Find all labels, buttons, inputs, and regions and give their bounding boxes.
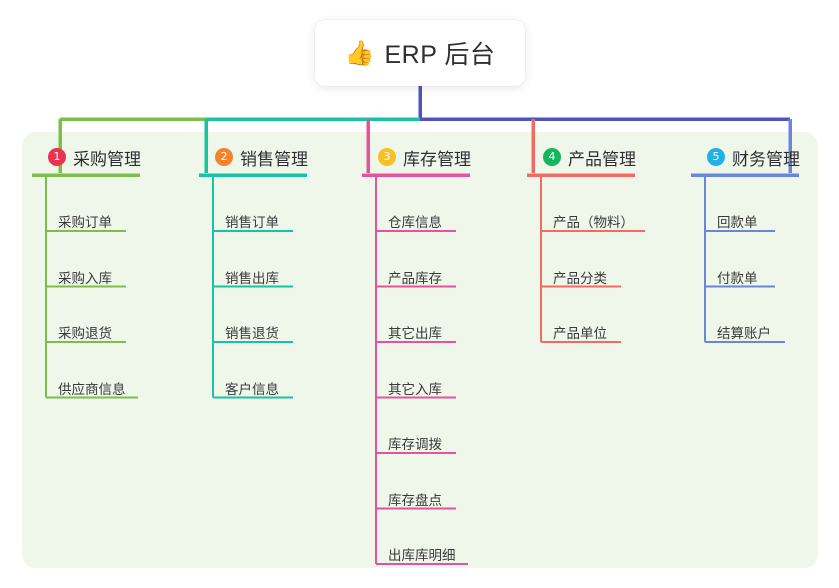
- leaf-node[interactable]: 销售出库: [225, 270, 279, 286]
- root-node[interactable]: 👍 ERP 后台: [315, 20, 525, 86]
- leaf-node[interactable]: 付款单: [717, 270, 758, 286]
- branch-label-2: 销售管理: [240, 149, 308, 169]
- branch-badge-2: 2: [215, 148, 233, 166]
- leaf-node[interactable]: 仓库信息: [388, 215, 442, 230]
- branch-label-1: 采购管理: [73, 149, 141, 169]
- branch-badge-4: 4: [543, 148, 561, 166]
- leaf-node[interactable]: 结算账户: [717, 326, 771, 341]
- leaf-node[interactable]: 销售订单: [225, 215, 279, 230]
- root-node-title: ERP 后台: [384, 41, 496, 69]
- branch-3[interactable]: 3 库存管理: [362, 145, 471, 169]
- leaf-node[interactable]: 库存调拨: [388, 437, 442, 452]
- leaf-node[interactable]: 产品库存: [388, 270, 442, 286]
- leaf-node[interactable]: 供应商信息: [58, 381, 126, 397]
- leaf-node[interactable]: 产品（物料）: [553, 215, 634, 230]
- branch-label-3: 库存管理: [403, 149, 471, 169]
- branch-header-3[interactable]: 3 库存管理: [362, 145, 471, 169]
- leaf-node[interactable]: 其它入库: [388, 381, 442, 397]
- branch-badge-5: 5: [707, 148, 725, 166]
- leaf-node[interactable]: 客户信息: [225, 381, 279, 397]
- leaf-node[interactable]: 产品分类: [553, 270, 607, 286]
- leaf-node[interactable]: 销售退货: [225, 326, 279, 341]
- branch-header-4[interactable]: 4 产品管理: [527, 145, 636, 169]
- branch-2[interactable]: 2 销售管理: [199, 145, 308, 169]
- branch-5[interactable]: 5 财务管理: [691, 145, 800, 169]
- leaf-node[interactable]: 采购订单: [58, 215, 112, 230]
- branch-4[interactable]: 4 产品管理: [527, 145, 636, 169]
- branch-label-4: 产品管理: [568, 149, 636, 169]
- branch-label-5: 财务管理: [732, 149, 800, 169]
- leaf-node[interactable]: 回款单: [717, 215, 758, 230]
- leaf-node[interactable]: 产品单位: [553, 326, 607, 341]
- branch-badge-1: 1: [48, 148, 66, 166]
- branch-header-1[interactable]: 1 采购管理: [32, 145, 141, 169]
- branch-header-5[interactable]: 5 财务管理: [691, 145, 800, 169]
- branch-1[interactable]: 1 采购管理: [32, 145, 141, 169]
- leaf-node[interactable]: 其它出库: [388, 326, 442, 341]
- thumbs-up-icon: 👍: [344, 40, 375, 67]
- branch-header-2[interactable]: 2 销售管理: [199, 145, 308, 169]
- diagram-panel: [22, 132, 818, 568]
- leaf-node[interactable]: 采购入库: [58, 270, 112, 286]
- leaf-node[interactable]: 库存盘点: [388, 492, 442, 508]
- leaf-node[interactable]: 出库库明细: [388, 548, 456, 563]
- branch-badge-3: 3: [378, 148, 396, 166]
- leaf-node[interactable]: 采购退货: [58, 326, 112, 341]
